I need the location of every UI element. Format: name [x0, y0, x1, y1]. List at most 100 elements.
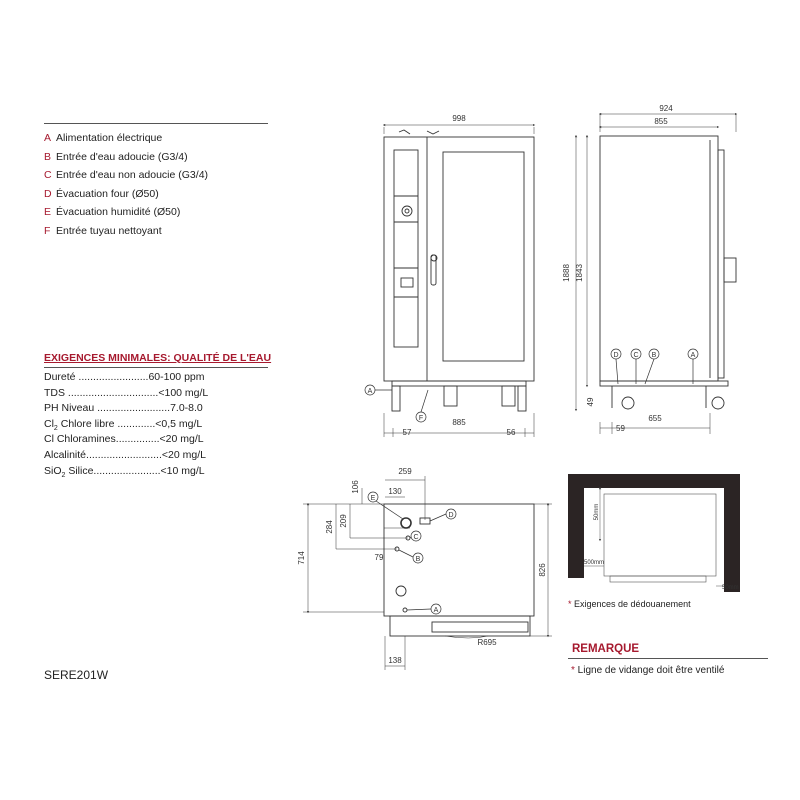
req-leader: ...............: [115, 433, 160, 446]
leader-line: [615, 358, 619, 385]
legend-label: Alimentation électrique: [56, 132, 163, 144]
note-asterisk: *: [568, 599, 572, 609]
legend-letter: B: [44, 150, 52, 163]
legend-letter: F: [44, 224, 51, 237]
legend-label: Évacuation four (Ø50): [56, 187, 159, 200]
legend-letter: A: [44, 132, 52, 144]
oven-body-side: [599, 135, 719, 382]
req-label: Cl: [44, 417, 54, 430]
customs-note: * Exigences de dédouanement: [568, 599, 691, 609]
door-window: [442, 151, 525, 362]
dim-209: 209: [339, 514, 348, 528]
leader-line: [420, 389, 429, 413]
right-foot: [517, 385, 527, 412]
marker-a: A: [368, 388, 373, 395]
requirements-divider: [44, 367, 268, 368]
req-label: Cl Chloramines: [44, 433, 116, 446]
wall-outline: [568, 474, 740, 592]
model-number: SERE201W: [44, 668, 109, 682]
dim-side-inner-label: 855: [654, 117, 668, 126]
req-label: PH Niveau: [44, 402, 95, 415]
dim-side-height-inner-label: 1843: [575, 264, 584, 282]
door-swing-arc: [444, 635, 489, 639]
leader-line: [375, 500, 404, 520]
req-leader: ...............................: [65, 386, 159, 399]
dim-radius: R695: [477, 638, 497, 647]
req-label: Dureté: [44, 371, 76, 383]
req-leader: .........................: [94, 402, 171, 415]
front-view: [382, 123, 536, 437]
castor: [501, 385, 516, 407]
oven-footprint: [603, 493, 717, 577]
top-vent: [398, 129, 411, 135]
water-requirements: EXIGENCES MINIMALES: QUALITÉ DE L'EAU Du…: [44, 352, 271, 480]
dim-138: 138: [388, 656, 402, 665]
dim-259: 259: [398, 467, 412, 476]
drain-outlet: [395, 585, 407, 597]
marker-d: D: [448, 512, 453, 519]
control-panel: [393, 149, 419, 348]
marker-f: F: [419, 415, 423, 422]
legend-label: Évacuation humidité (Ø50): [56, 206, 181, 219]
dim-side-height-outer-label: 1888: [562, 264, 571, 282]
left-foot: [391, 385, 401, 412]
dim-front-left: 57: [403, 428, 412, 437]
req-value: 60-100 ppm: [148, 371, 205, 383]
dim-130: 130: [388, 487, 402, 496]
oven-body-front: [383, 136, 535, 382]
legend-item: E Évacuation humidité (Ø50): [44, 203, 268, 222]
clearance-right: 50mm: [722, 585, 739, 591]
requirement-row: SiO2 Silice.......................<10 mg…: [44, 464, 268, 480]
side-markers: [610, 348, 699, 385]
clearance-diagram: [568, 474, 740, 592]
dim-106: 106: [351, 480, 360, 494]
remark-body: Ligne de vidange doit être ventilé: [574, 665, 725, 676]
remark-box: REMARQUE * Ligne de vidange doit être ve…: [568, 643, 768, 676]
req-leader: ..........................: [86, 448, 162, 461]
req-value: 7.0-8.0: [170, 402, 203, 415]
top-vent: [426, 130, 440, 135]
control-knob: [401, 205, 413, 217]
front-markers: [364, 384, 429, 423]
remark-text: * Ligne de vidange doit être ventilé: [568, 665, 768, 676]
marker-d: D: [613, 352, 618, 359]
legend-letter: E: [44, 206, 52, 219]
dim-284: 284: [325, 520, 334, 534]
leader-line: [644, 358, 655, 385]
dim-826: 826: [538, 563, 547, 577]
humidity-outlet: [400, 517, 412, 529]
req-value: <20 mg/L: [159, 433, 204, 446]
req-subscript: 2: [61, 471, 66, 479]
castor-wheel: [621, 396, 635, 410]
side-view: [574, 112, 738, 434]
note-asterisk: *: [571, 665, 575, 676]
marker-b: B: [416, 556, 421, 563]
dim-front-width: 998: [452, 114, 466, 123]
marker-e: E: [371, 495, 376, 502]
oven-outline-top: [383, 503, 535, 617]
power-inlet: [402, 607, 408, 613]
requirement-row: PH Niveau .........................7.0-8…: [44, 401, 268, 417]
door-inner-top: [431, 621, 529, 633]
req-leader: Silice.......................: [65, 464, 161, 477]
dim-side-left: 59: [616, 424, 625, 433]
marker-a: A: [434, 607, 439, 614]
req-value: <0,5 mg/L: [155, 417, 203, 430]
handle-top: [430, 254, 438, 262]
usb-port: [400, 277, 414, 288]
req-label: Alcalinité: [44, 448, 87, 461]
leader-line: [409, 536, 412, 539]
req-value: <100 mg/L: [158, 386, 209, 399]
side-base: [599, 380, 729, 387]
base-frame: [391, 380, 527, 387]
legend-item: A Alimentation électrique: [44, 129, 268, 148]
top-view: [303, 476, 552, 670]
knob-center: [404, 208, 410, 214]
marker-b: B: [652, 352, 657, 359]
req-leader: ........................: [75, 371, 149, 383]
requirement-row: TDS ...............................<100 …: [44, 386, 268, 402]
